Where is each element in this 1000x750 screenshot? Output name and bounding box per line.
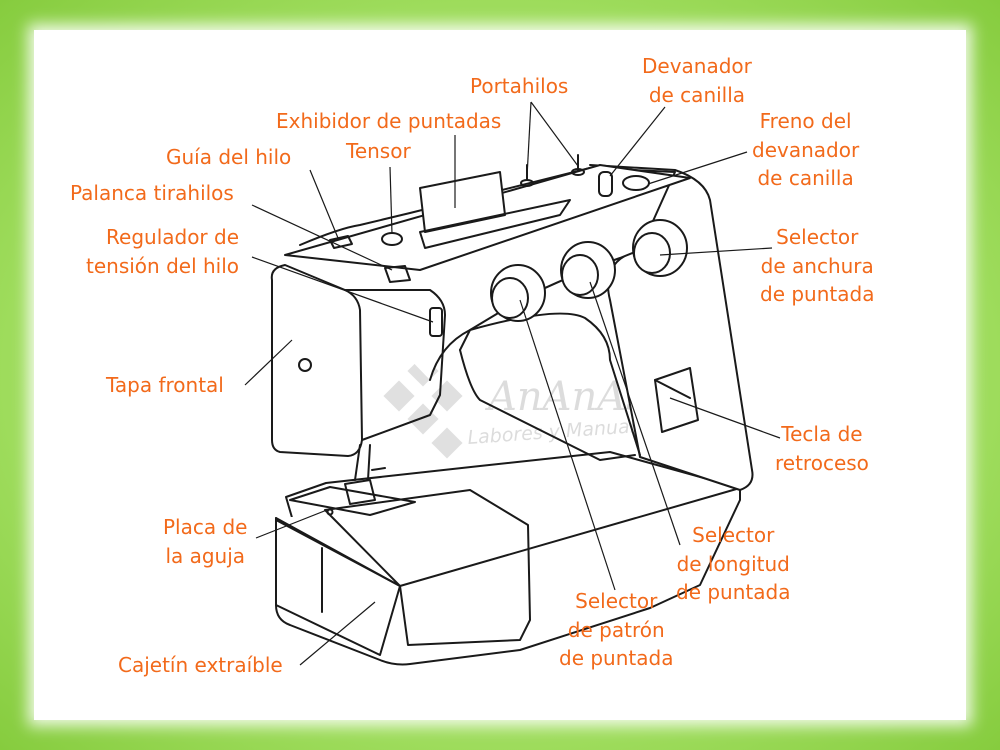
label-regulador: Regulador de tensión del hilo [86,225,240,278]
arm-underside [459,312,641,456]
label-exhibidor: Exhibidor de puntadas [276,109,502,133]
label-freno: Freno del devanador de canilla [752,109,860,190]
label-cajetin: Cajetín extraíble [118,653,283,677]
label-portahilos: Portahilos [470,74,569,98]
label-devanador: Devanador de canilla [642,54,752,107]
leader-lines [244,101,781,666]
bobbin-stopper [622,175,650,191]
label-guia: Guía del hilo [166,145,292,169]
sewing-machine-drawing [270,154,754,666]
tension-regulator [429,307,443,337]
label-tapa: Tapa frontal [106,373,224,397]
needle-plate [289,486,416,516]
label-placa: Placa de la aguja [163,515,248,568]
front-cover [270,264,363,457]
machine-base-front [275,487,741,666]
front-cover-side [344,289,446,441]
bobbin-winder [598,171,613,197]
watermark-title: AnAnAs [484,374,647,420]
front-cover-screw [298,358,312,372]
stitch-dials [490,219,688,322]
cajetin-front [324,489,531,646]
label-selector-patron: Selector de patrón de puntada [559,589,674,670]
presser-foot [344,479,376,505]
label-selector-anchura: Selector de anchura de puntada [760,225,875,306]
cajetin-box [275,519,401,656]
stitch-display [419,171,506,233]
label-tecla: Tecla de retroceso [775,422,869,475]
label-selector-longitud: Selector de longitud de puntada [676,523,791,604]
label-tensor: Tensor [346,139,411,163]
arm-inner [459,349,636,461]
take-up-lever [384,265,411,283]
label-palanca: Palanca tirahilos [70,181,234,205]
